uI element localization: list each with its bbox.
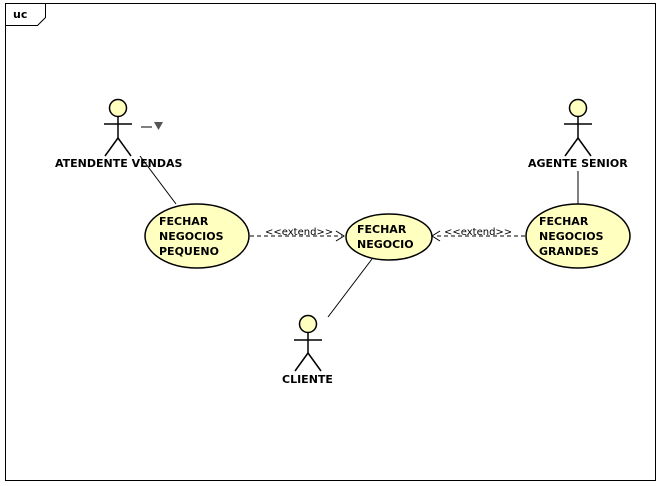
use-case-pequeno-line-1: FECHAR bbox=[159, 215, 209, 228]
diagram-frame bbox=[5, 3, 656, 481]
use-case-fechar-negocios-grandes[interactable] bbox=[525, 203, 631, 269]
actor-cliente[interactable] bbox=[294, 314, 322, 372]
actor-atendente-vendas[interactable] bbox=[104, 98, 132, 157]
actor-head bbox=[108, 98, 128, 118]
use-case-negocio-line-2: NEGOCIO bbox=[357, 238, 414, 251]
use-case-negocio-line-1: FECHAR bbox=[357, 223, 407, 236]
actor-agente-senior[interactable] bbox=[564, 98, 592, 157]
use-case-fechar-negocios-pequeno[interactable] bbox=[144, 203, 250, 269]
actor-agente-label: AGENTE SENIOR bbox=[528, 157, 628, 170]
actor-head bbox=[298, 314, 318, 334]
use-case-pequeno-line-3: PEQUENO bbox=[159, 245, 219, 258]
extend-label-right: <<extend>> bbox=[444, 227, 512, 238]
extend-arrowhead-left bbox=[335, 230, 345, 242]
actor-atendente-label: ATENDENTE VENDAS bbox=[55, 157, 182, 170]
use-case-grandes-line-2: NEGOCIOS bbox=[539, 230, 604, 243]
association-atendente-pequeno bbox=[139, 155, 177, 205]
use-case-pequeno-line-2: NEGOCIOS bbox=[159, 230, 224, 243]
triangle-down-icon[interactable] bbox=[154, 122, 163, 130]
frame-tag: uc bbox=[13, 8, 27, 21]
association-cliente-negocio bbox=[327, 258, 373, 318]
use-case-grandes-line-1: FECHAR bbox=[539, 215, 589, 228]
use-case-grandes-line-3: GRANDES bbox=[539, 245, 599, 258]
actor-left-leg bbox=[294, 352, 309, 372]
actor-right-leg bbox=[577, 137, 592, 157]
use-case-fechar-negocio[interactable] bbox=[345, 213, 433, 261]
extend-label-left: <<extend>> bbox=[265, 227, 333, 238]
actor-left-leg bbox=[104, 137, 119, 157]
actor-right-leg bbox=[307, 352, 322, 372]
frame-tag-box bbox=[5, 3, 46, 26]
actor-left-leg bbox=[564, 137, 579, 157]
actor-head bbox=[568, 98, 588, 118]
actor-right-leg bbox=[117, 137, 132, 157]
actor-cliente-label: CLIENTE bbox=[282, 373, 333, 386]
